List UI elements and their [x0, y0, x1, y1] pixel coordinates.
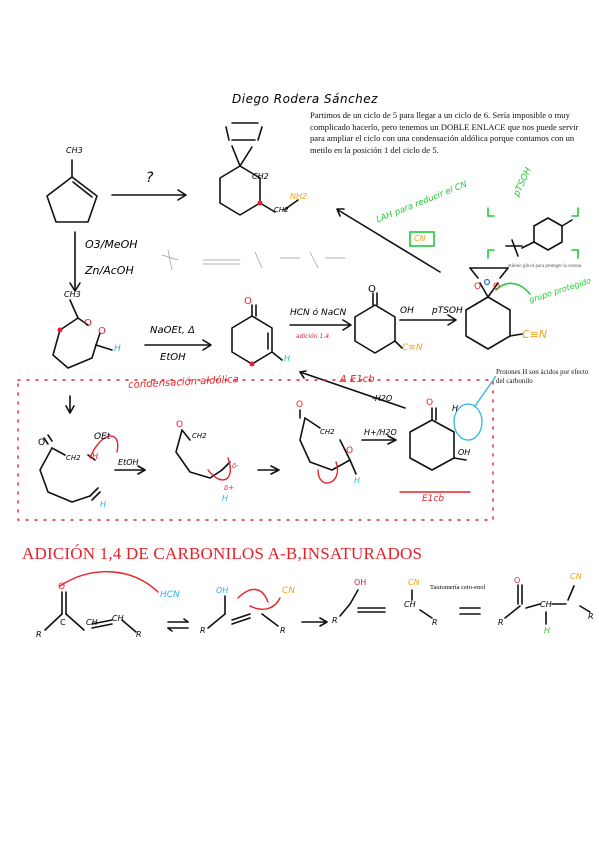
label-ch2-amine: CH2	[274, 206, 289, 214]
red-dot-3	[257, 200, 263, 206]
cyclopentene-ring	[46, 176, 98, 223]
curved-arrow-3	[317, 461, 339, 484]
aldol-product-ring	[409, 419, 455, 471]
label-h-enolate: H	[100, 500, 107, 509]
curved-arrow-2	[207, 457, 231, 481]
label-hcn-bottom: HCN	[160, 590, 180, 600]
label-ch3-top: CH3	[66, 146, 83, 155]
red-dot-2	[57, 327, 63, 333]
label-aldehyde-h: H	[114, 344, 121, 354]
label-cn-bottom-1: CN	[282, 586, 296, 596]
label-etoh-arrow: EtOH	[118, 458, 139, 467]
label-h-aldol: H	[452, 404, 459, 413]
label-o-alkoxide: O	[346, 446, 354, 456]
label-naoet: NaOEt, Δ	[150, 325, 195, 336]
label-h-enone: H	[284, 354, 291, 363]
label-ch-bottom-3: CH	[404, 600, 416, 609]
label-o-cyano: O	[368, 284, 376, 295]
label-adicion-14: adición 1,4	[296, 333, 330, 340]
label-r-bottom-7: R	[498, 618, 504, 627]
label-r-bottom-3: R	[200, 626, 206, 635]
label-r-bottom-5: R	[332, 616, 338, 625]
label-o-red-1: O	[84, 318, 92, 329]
label-o-cyclized: O	[296, 400, 304, 410]
label-oet: OEt	[94, 432, 111, 442]
enolate-chain	[39, 447, 91, 503]
label-protones: Protones H son ácidos por efecto del car…	[496, 368, 589, 385]
label-minus-h2o: -H2O	[372, 394, 393, 403]
label-ch-bottom-1: CH	[86, 618, 98, 627]
question-mark: ?	[146, 170, 154, 186]
label-r-bottom-1: R	[36, 630, 42, 639]
label-charge-minus: δ-	[232, 462, 239, 470]
ketoaldehyde-chain	[52, 299, 97, 369]
protected-cyclohexane-ring	[465, 296, 511, 350]
label-cn-bottom-2: CN	[408, 578, 420, 587]
label-o-bottom-1: O	[58, 582, 66, 592]
label-cn-right: C≡N	[522, 328, 548, 341]
label-o-red-2: O	[98, 326, 106, 337]
label-r-bottom-2: R	[136, 630, 142, 639]
label-c-bottom-1: C	[60, 618, 66, 627]
label-oh-enol: OH	[354, 578, 367, 587]
ptsoh-benzene-ring	[533, 217, 563, 251]
label-ch2-ring: CH2	[320, 428, 335, 436]
acidic-h-circle	[453, 403, 483, 441]
label-ch2-dot: CH2	[66, 454, 81, 462]
label-tautomeria: Tautomería ceto-enol	[430, 584, 486, 591]
label-h-keto: H	[544, 626, 551, 635]
label-h-carbanion: H	[222, 494, 229, 503]
label-oh-ring: OH	[458, 448, 471, 457]
cn-green-box	[409, 231, 435, 247]
red-dot-1	[249, 361, 255, 367]
label-ch2-carbanion: CH2	[192, 432, 207, 440]
label-o-aldol: O	[426, 398, 434, 408]
label-ch2-ketal: CH2	[252, 172, 269, 181]
label-cn-mid: C≡N	[402, 343, 423, 353]
section-title: ADICIÓN 1,4 DE CARBONILOS A-B,INSATURADO…	[22, 544, 423, 563]
label-ozonolysis-2: Zn/AcOH	[85, 264, 134, 277]
label-o-carbanion: O	[176, 420, 184, 430]
label-nh2: NH2	[290, 192, 308, 201]
label-charge-plus: δ+	[224, 484, 235, 492]
label-r-bottom-4: R	[280, 626, 286, 635]
label-hcn: HCN ó NaCN	[290, 308, 347, 318]
curved-arrow-bottom-3	[249, 597, 281, 610]
label-oh-arrow: OH	[400, 306, 414, 316]
label-oh-bottom: OH	[216, 586, 229, 595]
cyanocyclohexanone-ring	[354, 304, 396, 354]
label-ozonolysis-1: O3/MeOH	[85, 238, 138, 251]
label-o-ketal-1: O	[474, 282, 482, 292]
cyclohexane-ring-target	[219, 165, 261, 216]
label-ptsoh-arrow: pTSOH	[432, 306, 463, 316]
cyclized-alkoxide-chain	[299, 417, 351, 471]
curved-arrow-bottom-2	[237, 588, 269, 603]
label-r-bottom-6: R	[432, 618, 438, 627]
label-o-keto: O	[514, 576, 521, 585]
intro-note: Partimos de un ciclo de 5 para llegar a …	[310, 110, 579, 155]
tiny-note: etileno glicol para proteger la cetona	[508, 264, 582, 269]
label-ch3-mid: CH3	[64, 290, 81, 299]
label-cn-box: CN	[414, 234, 426, 243]
author-name: Diego Rodera Sánchez	[232, 92, 378, 106]
label-etoh: EtOH	[160, 352, 186, 363]
label-cn-bottom-3: CN	[570, 572, 582, 581]
curved-arrow-bottom-1	[59, 570, 159, 593]
curved-arrow-1	[89, 435, 119, 459]
label-ch-bottom-2: CH	[112, 614, 124, 623]
label-o-enone: O	[244, 296, 252, 307]
label-r-bottom-8: R	[588, 612, 594, 621]
label-h-cyclized: H	[354, 476, 361, 485]
cyclohexenone-ring	[231, 315, 273, 365]
label-h-acid: H	[92, 452, 99, 461]
label-delta-e1cb: Δ E1cb	[340, 374, 375, 385]
label-o-ketal-2: O	[493, 282, 501, 292]
label-e1cb: E1cb	[422, 494, 445, 504]
label-ch-bottom-4: CH	[540, 600, 552, 609]
label-h3o: H+/H2O	[364, 428, 397, 437]
label-o-enolate: O	[38, 438, 46, 448]
